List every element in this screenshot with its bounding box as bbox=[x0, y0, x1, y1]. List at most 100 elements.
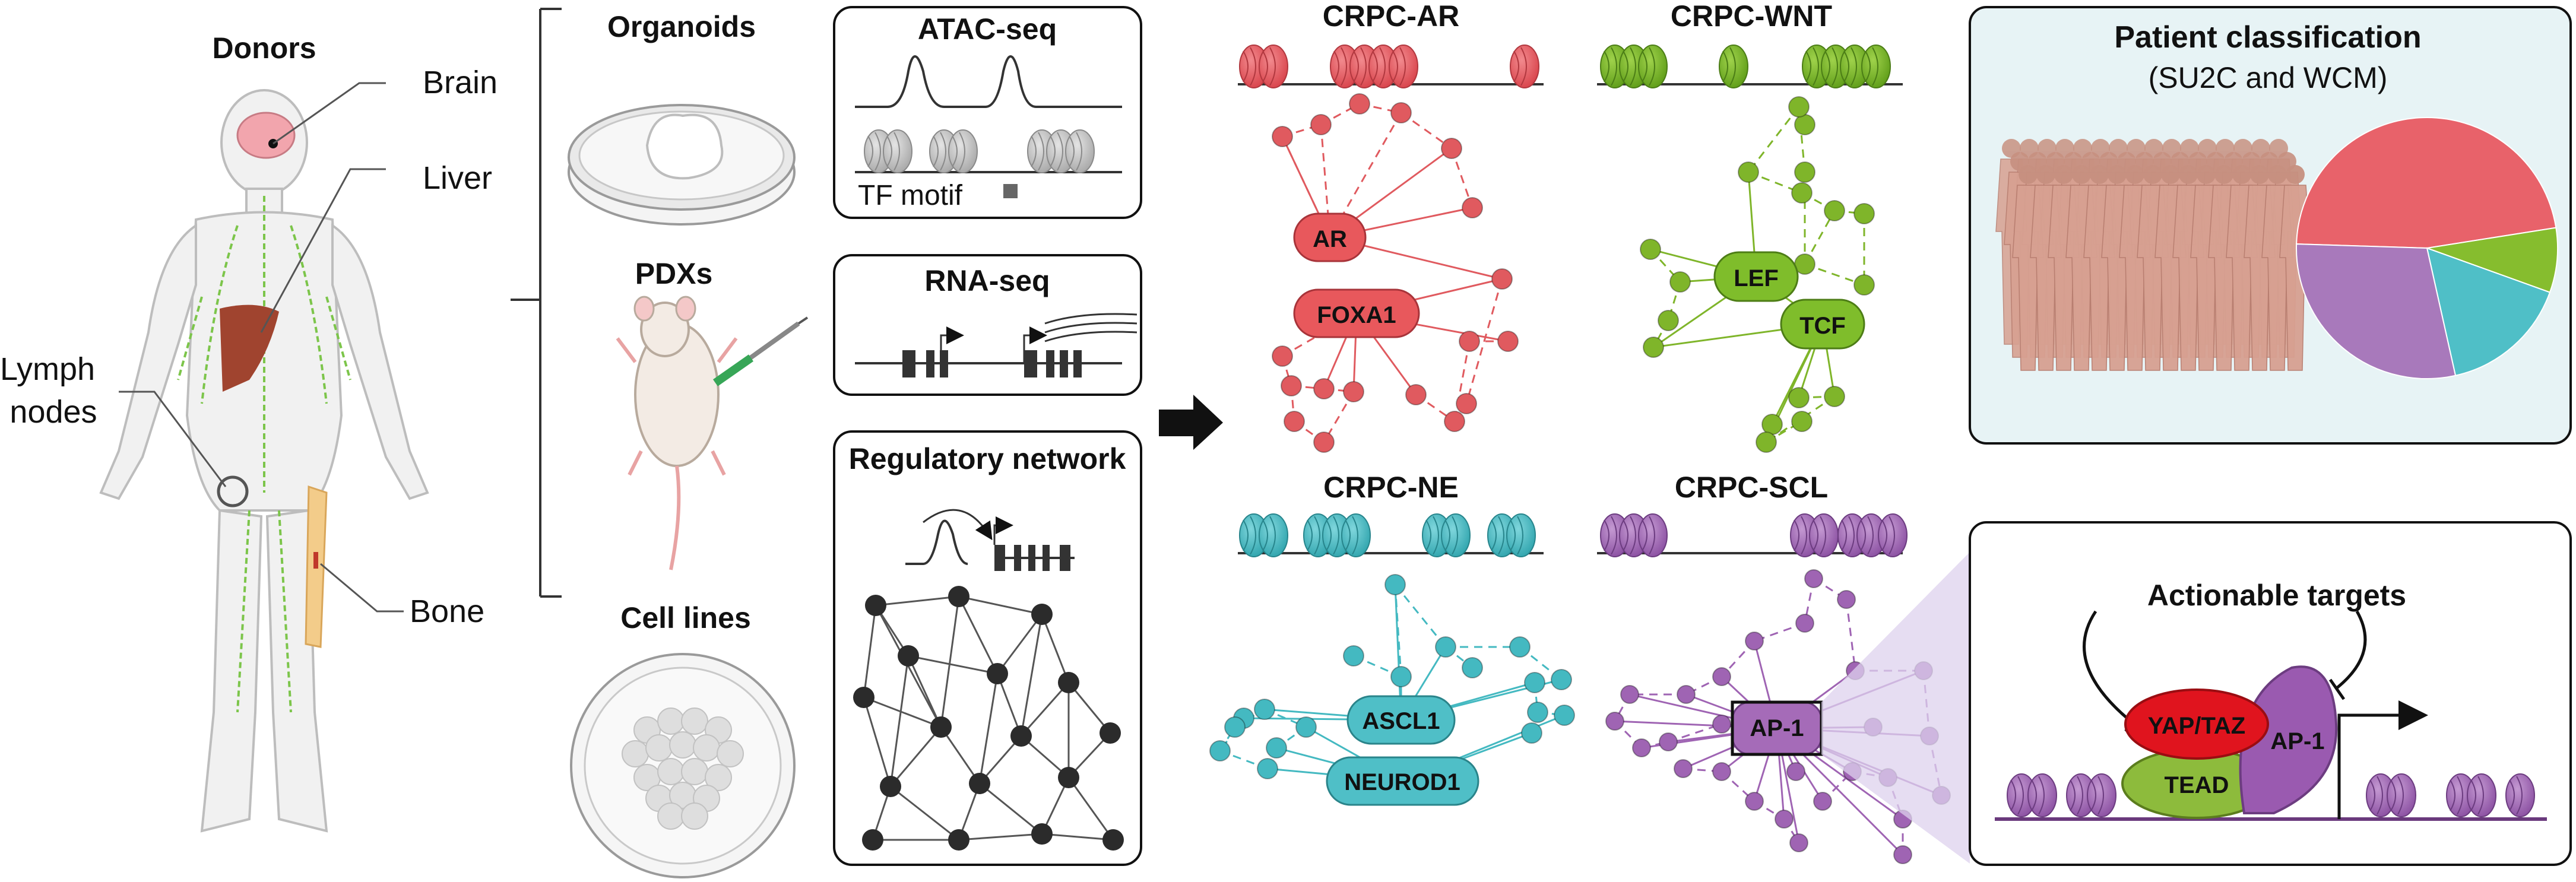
atac-motif-label: TF motif bbox=[858, 180, 963, 211]
nucleosome bbox=[2467, 773, 2496, 817]
classification-section: Patient classification (SU2C and WCM) bbox=[1969, 6, 2572, 445]
network-node bbox=[1031, 604, 1053, 625]
network-node bbox=[1390, 666, 1412, 687]
network-node bbox=[1497, 331, 1519, 352]
model-organoids-title: Organoids bbox=[607, 10, 756, 43]
network-node bbox=[1010, 725, 1032, 747]
cell bbox=[681, 707, 708, 735]
atac-nucleosomes bbox=[855, 129, 1122, 173]
network-node bbox=[1775, 810, 1794, 829]
network-node bbox=[1102, 829, 1124, 851]
cell bbox=[705, 764, 732, 791]
network-node bbox=[1804, 569, 1823, 588]
network-node bbox=[1284, 411, 1305, 432]
network-node bbox=[1266, 737, 1287, 759]
organoid-dish-illustration bbox=[568, 104, 796, 226]
network-node bbox=[1444, 411, 1465, 432]
network-node bbox=[1674, 759, 1693, 778]
network-node bbox=[1462, 197, 1483, 218]
ap1-target-label: AP-1 bbox=[2270, 728, 2324, 754]
chromatin-track-wnt bbox=[1597, 45, 1903, 88]
network-node bbox=[1658, 310, 1679, 331]
network-node bbox=[1620, 685, 1639, 704]
network-edge bbox=[996, 614, 1043, 674]
model-pdxs-title: PDXs bbox=[635, 257, 713, 290]
cell bbox=[657, 802, 685, 830]
network-edge-dashed bbox=[1401, 112, 1452, 150]
cell bbox=[681, 758, 708, 785]
network-node bbox=[1813, 792, 1832, 811]
network-node bbox=[1794, 114, 1815, 135]
network-node bbox=[1837, 590, 1856, 609]
network-edge bbox=[875, 595, 959, 607]
network-node bbox=[1456, 393, 1477, 414]
yap-taz-protein bbox=[2124, 689, 2269, 760]
network-edge bbox=[978, 673, 999, 784]
network-edge bbox=[863, 696, 942, 728]
tead-label: TEAD bbox=[2165, 772, 2229, 798]
network-edge-dashed bbox=[1754, 622, 1805, 642]
pie-slice-scl bbox=[2296, 243, 2457, 379]
flow-arrow-icon bbox=[1159, 395, 1223, 450]
network-edge-dashed bbox=[1450, 148, 1474, 208]
network-node bbox=[1058, 672, 1079, 693]
hub-label-ascl1: ASCL1 bbox=[1362, 708, 1440, 734]
network-edge-dashed bbox=[1747, 106, 1800, 173]
nucleosome bbox=[1510, 45, 1539, 88]
subtype-wnt-title: CRPC-WNT bbox=[1671, 0, 1832, 33]
network-node bbox=[1272, 126, 1293, 147]
hub-node-lef bbox=[1713, 251, 1799, 302]
network-node bbox=[1313, 378, 1335, 399]
network-node bbox=[1551, 669, 1572, 690]
network-node bbox=[1640, 239, 1661, 260]
nucleosome bbox=[2505, 773, 2535, 817]
network-node bbox=[1343, 381, 1364, 402]
network-edge-dashed bbox=[1394, 584, 1447, 648]
zoom-wedge bbox=[1821, 552, 1970, 864]
chromatin-track-ar bbox=[1238, 45, 1544, 88]
label-liver: Liver bbox=[423, 160, 492, 196]
lymph-node-marker bbox=[217, 475, 249, 507]
hub-node-ar bbox=[1293, 212, 1367, 262]
nucleosome bbox=[883, 129, 912, 173]
network-node bbox=[865, 595, 886, 616]
network-node bbox=[948, 586, 969, 607]
network-node bbox=[1659, 732, 1678, 751]
network-node bbox=[880, 776, 901, 797]
network-node bbox=[1100, 722, 1121, 744]
label-lymph-line2: nodes bbox=[9, 394, 97, 430]
hub-label-ar: AR bbox=[1313, 226, 1347, 252]
network-node bbox=[1254, 699, 1275, 720]
network-node bbox=[1257, 758, 1278, 779]
network-node bbox=[1031, 823, 1053, 845]
models-section: Organoids PDXs Cell lines bbox=[568, 10, 809, 878]
pie-slice-ar bbox=[2296, 117, 2557, 249]
network-node bbox=[1745, 632, 1764, 651]
nucleosome bbox=[1341, 513, 1371, 557]
hub-node-ascl1 bbox=[1346, 695, 1456, 745]
network-node bbox=[1524, 672, 1545, 693]
network-edge-dashed bbox=[1394, 584, 1402, 677]
mouse-injection-illustration bbox=[616, 296, 809, 570]
network-node bbox=[1313, 432, 1335, 453]
network-edge bbox=[890, 785, 959, 841]
hub-label-neurod1: NEUROD1 bbox=[1344, 769, 1460, 795]
network-node bbox=[987, 663, 1008, 684]
assays-section: ATAC-seq TF motif RNA-seq Regulatory net… bbox=[833, 6, 1142, 866]
yap-taz-label: YAP/TAZ bbox=[2148, 713, 2245, 739]
patient-silhouettes bbox=[1995, 139, 2311, 371]
network-node bbox=[1554, 705, 1575, 726]
network-edge bbox=[889, 726, 942, 787]
network-edge-dashed bbox=[1465, 278, 1503, 404]
nucleosome bbox=[1259, 513, 1288, 557]
network-node bbox=[898, 645, 919, 667]
nucleosome bbox=[2387, 773, 2416, 817]
network-node bbox=[969, 773, 990, 794]
network-edge-dashed bbox=[1804, 263, 1865, 286]
regulatory-network-graph bbox=[853, 586, 1124, 851]
brain-organ bbox=[236, 112, 296, 159]
pie-slice-wnt bbox=[2426, 227, 2558, 293]
network-edge bbox=[958, 596, 999, 674]
nucleosome bbox=[1878, 513, 1908, 557]
